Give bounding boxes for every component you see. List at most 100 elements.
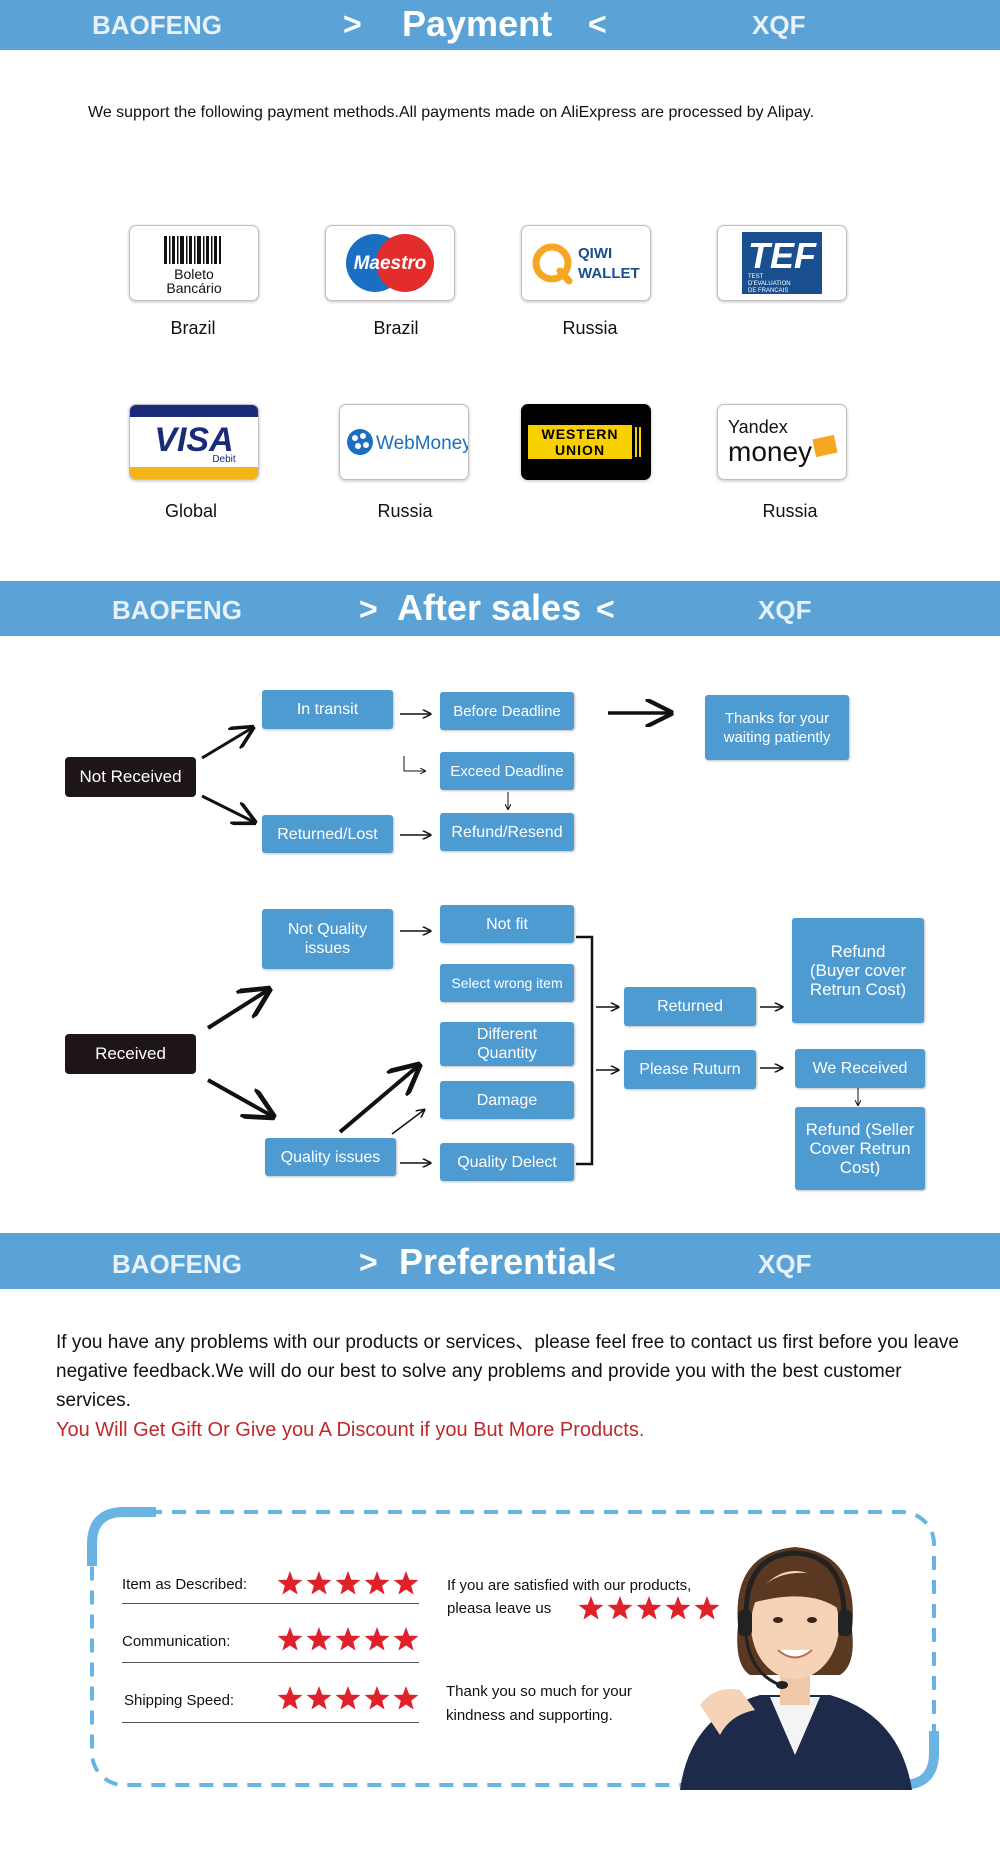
satisfied-line-2: pleasa leave us [447, 1600, 552, 1617]
star-icon [607, 1596, 633, 1620]
country-label: Brazil [170, 318, 216, 338]
brand-left: BAOFENG [92, 10, 222, 40]
flow-connectors [201, 636, 1000, 1236]
yandex-logo: Yandex money [717, 404, 847, 480]
visa-sub: Debit [212, 454, 236, 465]
not-quality-issues-box: Not Quality issues [262, 909, 393, 969]
contact-paragraph: If you have any problems with our produc… [56, 1332, 959, 1411]
wu-text-1: WESTERN [542, 426, 619, 442]
country-label: Brazil [373, 318, 419, 338]
arrow-left: > [359, 1244, 378, 1280]
star-icon [277, 1627, 303, 1651]
after-sales-header: BAOFENG > After sales < XQF [0, 581, 1000, 636]
country-label: Russia [762, 501, 818, 521]
yandex-text-2: money [728, 436, 812, 467]
received-box: Received [65, 1034, 196, 1074]
tef-logo: TEF TEST D'EVALUATION DE FRANCAIS [717, 225, 847, 301]
boleto-logo: Boleto Bancário [129, 225, 259, 301]
star-icon [306, 1571, 332, 1595]
in-transit-box: In transit [262, 690, 393, 729]
different-quantity-box: Different Quantity [440, 1022, 574, 1066]
star-icon [335, 1627, 361, 1651]
country-label: Russia [377, 501, 433, 521]
rating-label-communication: Communication: [122, 1633, 231, 1650]
star-icon [694, 1596, 720, 1620]
country-label: Global [164, 501, 218, 521]
star-icon [364, 1627, 390, 1651]
qiwi-text-2: WALLET [578, 265, 640, 282]
quality-issues-box: Quality issues [265, 1138, 396, 1176]
brand-right: XQF [758, 595, 812, 625]
star-icon [393, 1571, 419, 1595]
divider [122, 1603, 419, 1604]
rating-label-item: Item as Described: [122, 1576, 248, 1593]
not-fit-box: Not fit [440, 905, 574, 943]
star-icon [636, 1596, 662, 1620]
wu-text-2: UNION [555, 442, 605, 458]
preferential-header: BAOFENG > Preferential < XQF [0, 1233, 1000, 1289]
we-received-box: We Received [795, 1049, 925, 1088]
barcode-icon [164, 236, 221, 264]
tef-sub-3: DE FRANCAIS [748, 288, 788, 294]
divider [122, 1662, 419, 1663]
brand-left: BAOFENG [112, 1249, 242, 1279]
not-received-box: Not Received [65, 757, 196, 797]
star-icon [364, 1686, 390, 1710]
payment-header: BAOFENG > Payment < XQF [0, 0, 1000, 50]
tef-sub-1: TEST [748, 274, 764, 280]
star-icon [277, 1571, 303, 1595]
star-rating-shipping [277, 1686, 419, 1710]
star-icon [335, 1686, 361, 1710]
star-icon [393, 1627, 419, 1651]
visa-text: VISA [154, 421, 233, 459]
before-deadline-box: Before Deadline [440, 692, 574, 730]
maestro-text: Maestro [354, 253, 427, 274]
arrow-left: > [359, 591, 378, 627]
payment-intro: We support the following payment methods… [88, 104, 815, 121]
boleto-text-1: Boleto [174, 266, 214, 282]
brand-right: XQF [758, 1249, 812, 1279]
section-title: Payment [402, 3, 553, 44]
star-icon [393, 1686, 419, 1710]
rating-label-shipping: Shipping Speed: [124, 1692, 235, 1709]
thanks-line-2: kindness and supporting. [446, 1707, 613, 1724]
damage-box: Damage [440, 1081, 574, 1119]
arrow-right: < [588, 6, 607, 42]
thanks-line-1: Thank you so much for your [446, 1683, 632, 1700]
arrow-right: < [597, 1244, 616, 1280]
webmoney-text: WebMoney [376, 433, 468, 454]
webmoney-logo: WebMoney [339, 404, 469, 480]
returned-lost-box: Returned/Lost [262, 815, 393, 853]
select-wrong-item-box: Select wrong item [440, 964, 574, 1002]
brand-left: BAOFENG [112, 595, 242, 625]
quality-defect-box: Quality Delect [440, 1143, 574, 1181]
qiwi-text-1: QIWI [578, 245, 612, 262]
star-icon [277, 1686, 303, 1710]
maestro-logo: Maestro [325, 225, 455, 301]
exceed-deadline-box: Exceed Deadline [440, 752, 574, 790]
refund-seller-box: Refund (Seller Cover Retrun Cost) [795, 1107, 925, 1190]
customer-service-agent-image [680, 1547, 912, 1790]
star-icon [306, 1627, 332, 1651]
arrow-right: < [596, 591, 615, 627]
star-rating-item [277, 1571, 419, 1595]
boleto-text-2: Bancário [166, 280, 222, 296]
section-title: Preferential [399, 1241, 598, 1282]
western-union-logo: WESTERN UNION [521, 404, 651, 480]
star-icon [306, 1686, 332, 1710]
country-label: Russia [562, 318, 618, 338]
divider [122, 1722, 419, 1723]
refund-buyer-box: Refund (Buyer cover Retrun Cost) [792, 918, 924, 1023]
qiwi-logo: QIWI WALLET [521, 225, 651, 301]
please-return-box: Please Ruturn [624, 1050, 756, 1089]
tef-sub-2: D'EVALUATION [748, 281, 791, 287]
thanks-box: Thanks for your waiting patiently [705, 695, 849, 760]
star-icon [665, 1596, 691, 1620]
star-icon [578, 1596, 604, 1620]
star-rating-leave [578, 1596, 720, 1620]
arrow-left: > [343, 6, 362, 42]
tef-text: TEF [748, 235, 817, 276]
returned-box: Returned [624, 987, 756, 1026]
star-icon [335, 1571, 361, 1595]
yandex-text-1: Yandex [728, 417, 788, 437]
